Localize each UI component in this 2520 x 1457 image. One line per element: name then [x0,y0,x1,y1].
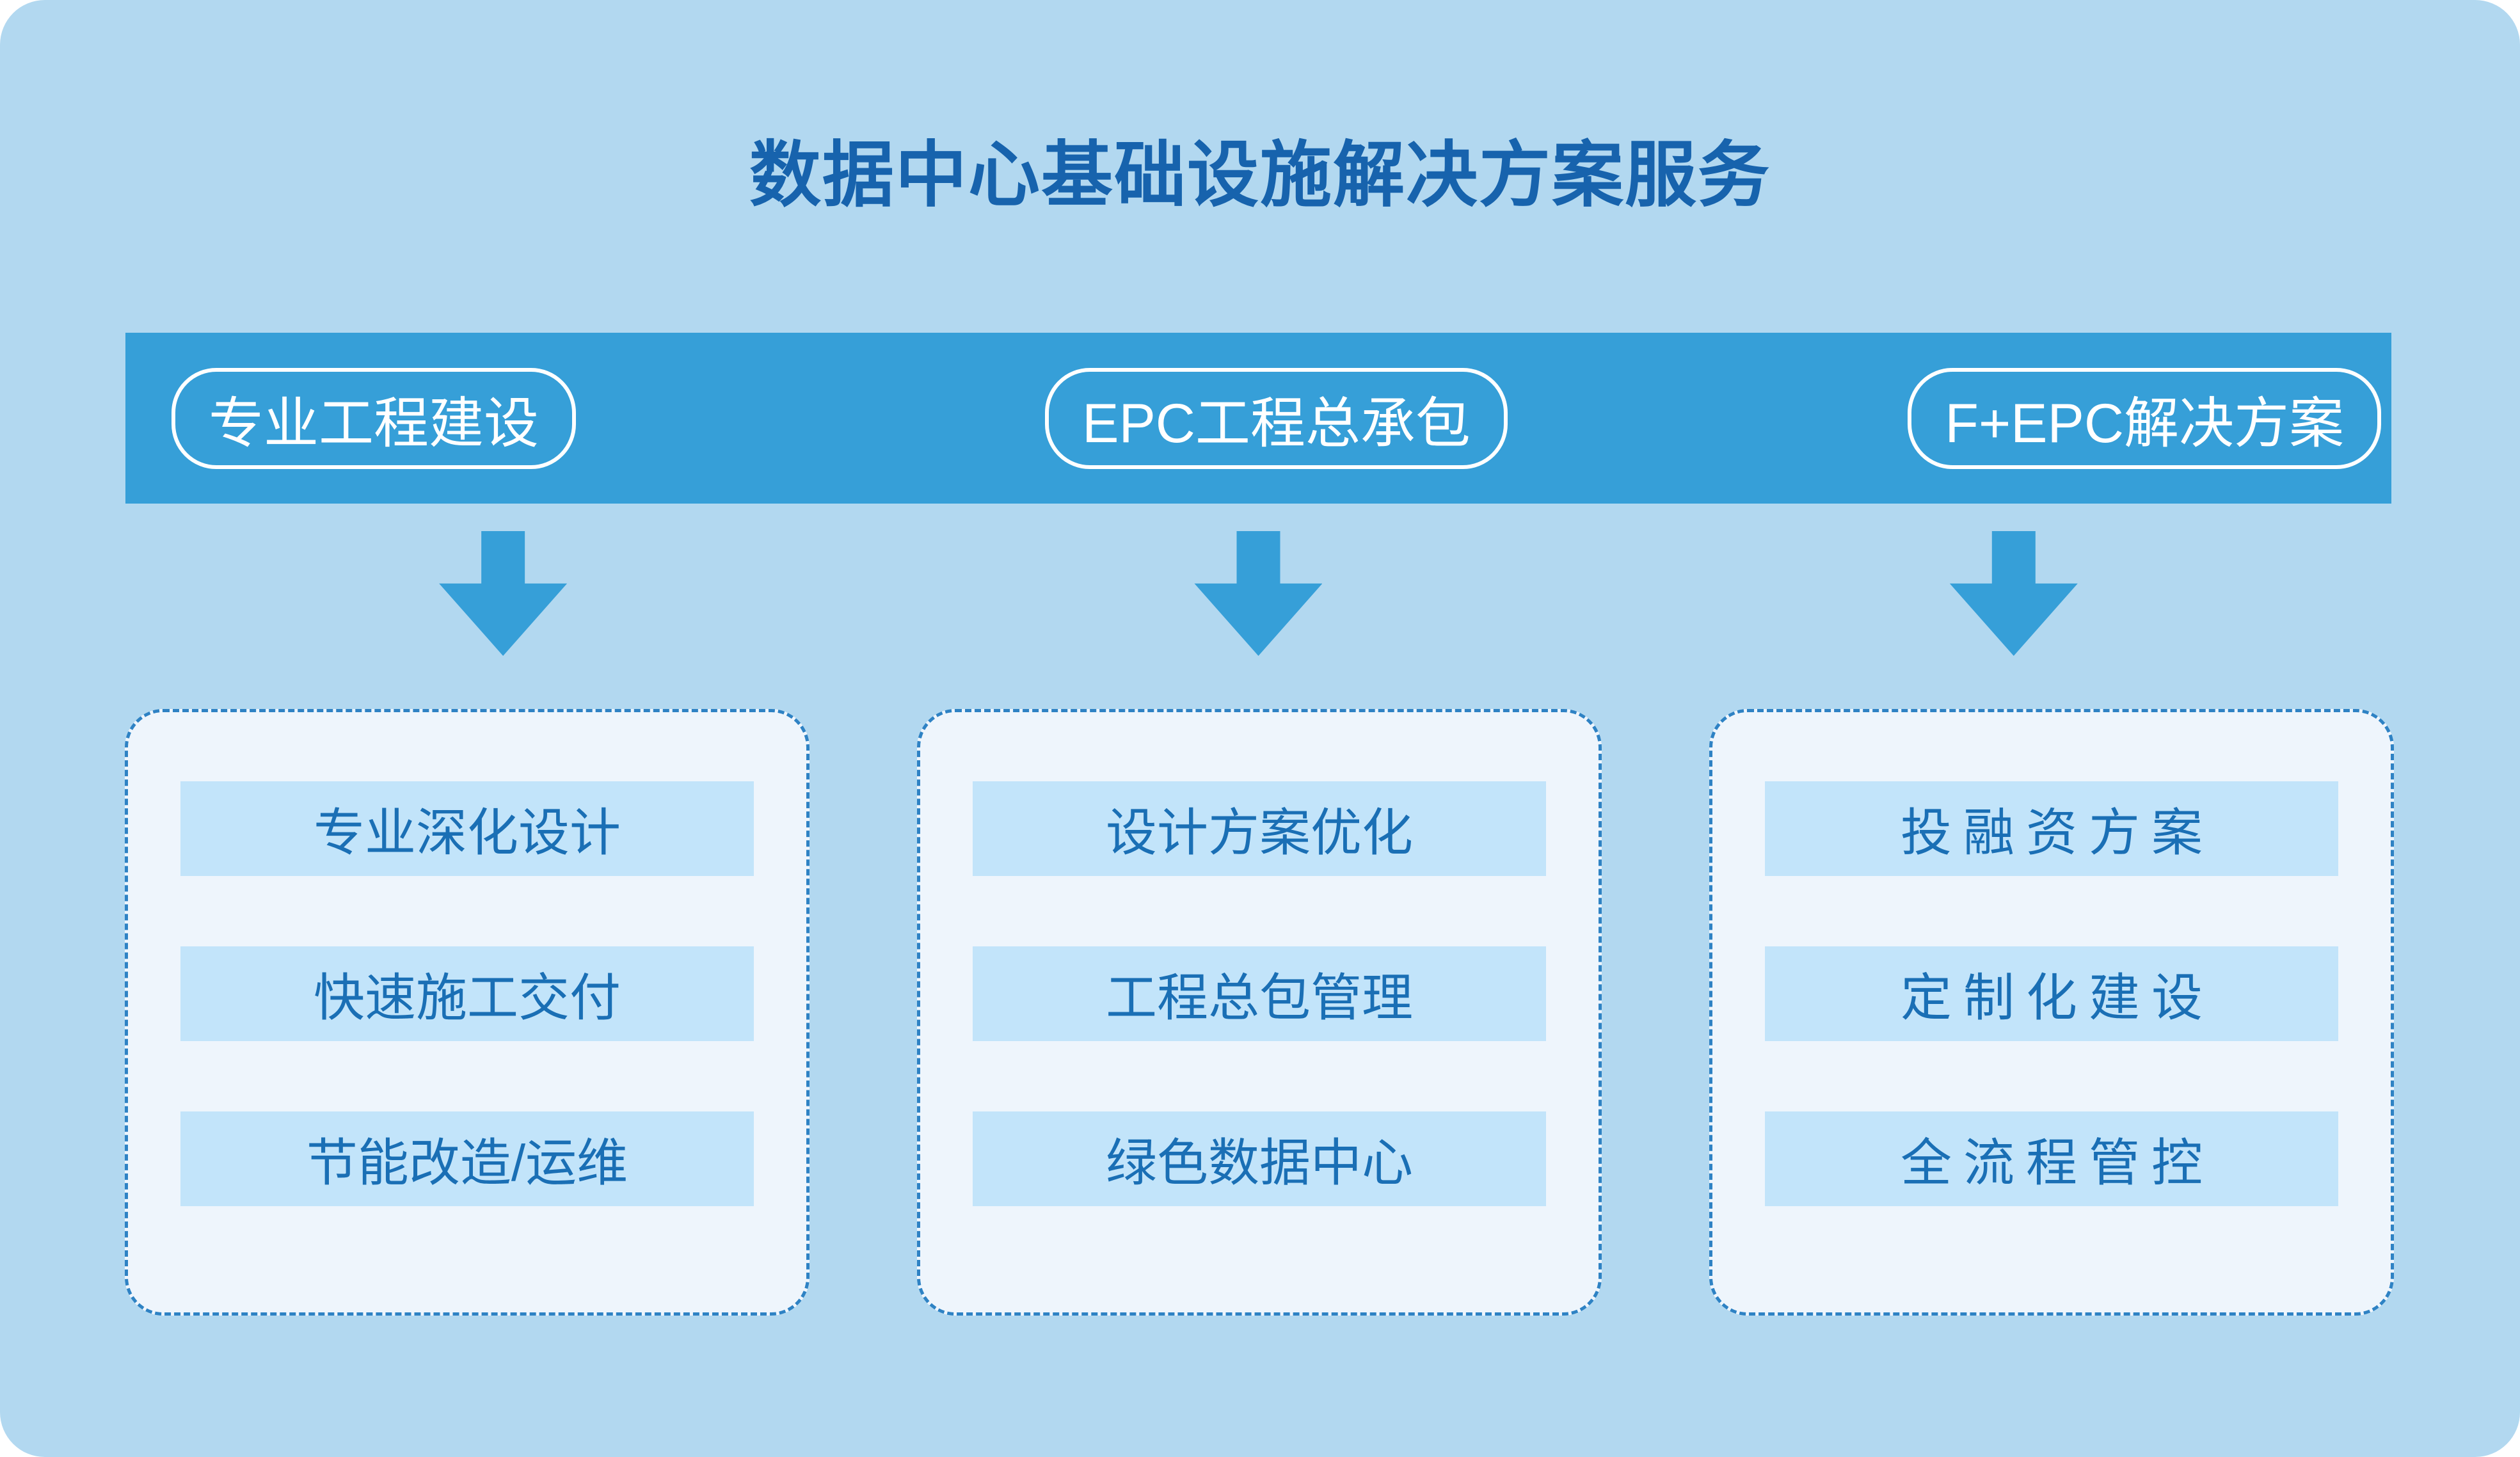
capability-item[interactable]: 定制化建设 [1765,946,2338,1041]
category-pill-f-epc-solution[interactable]: F+EPC解决方案 [1908,367,2381,469]
category-pill-professional-engineering[interactable]: 专业工程建设 [171,367,576,469]
capability-item[interactable]: 工程总包管理 [973,946,1546,1041]
capability-card-epc-general-contracting: 设计方案优化 工程总包管理 绿色数据中心 [917,709,1602,1316]
arrow-slot-1 [125,531,881,691]
arrow-row [125,531,2391,691]
arrow-down-icon [1194,531,1323,656]
pill-slot-2: EPC工程总承包 [908,333,1645,504]
capability-item[interactable]: 投融资方案 [1765,781,2338,876]
category-pill-epc-general-contracting[interactable]: EPC工程总承包 [1045,367,1508,469]
capability-card-f-epc-solution: 投融资方案 定制化建设 全流程管控 [1709,709,2394,1316]
capability-item[interactable]: 快速施工交付 [180,946,754,1041]
pill-slot-3: F+EPC解决方案 [1645,333,2391,504]
arrow-slot-2 [881,531,1636,691]
capability-item[interactable]: 设计方案优化 [973,781,1546,876]
pill-slot-1: 专业工程建设 [125,333,908,504]
page-title: 数据中心基础设施解决方案服务 [749,135,1771,215]
arrow-slot-3 [1636,531,2391,691]
capability-item[interactable]: 绿色数据中心 [973,1111,1546,1206]
arrow-down-icon [439,531,568,656]
capability-columns: 专业深化设计 快速施工交付 节能改造/运维 设计方案优化 工程总包管理 绿色数据… [125,709,2394,1317]
capability-item[interactable]: 专业深化设计 [180,781,754,876]
capability-item[interactable]: 全流程管控 [1765,1111,2338,1206]
arrow-down-icon [1949,531,2078,656]
capability-card-professional-engineering: 专业深化设计 快速施工交付 节能改造/运维 [125,709,809,1316]
service-category-banner: 专业工程建设 EPC工程总承包 F+EPC解决方案 [125,333,2391,504]
capability-item[interactable]: 节能改造/运维 [180,1111,754,1206]
